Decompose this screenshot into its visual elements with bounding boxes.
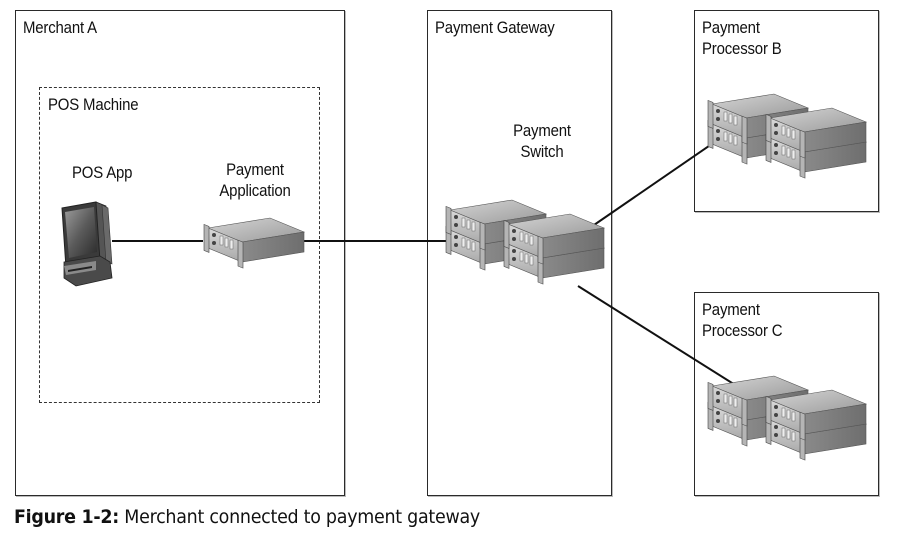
- payment-gateway-label: Payment Gateway: [435, 18, 555, 37]
- processor-b-label-line1: Payment: [702, 18, 760, 37]
- processor-c-label-line1: Payment: [702, 300, 760, 319]
- processor-b-label-line2: Processor B: [702, 39, 782, 58]
- figure-number: Figure 1-2:: [14, 506, 119, 528]
- payment-application-label-line2: Application: [219, 181, 291, 200]
- pos-app-label: POS App: [72, 163, 133, 182]
- pos-machine-container: [39, 87, 320, 403]
- payment-switch-label-line2: Switch: [520, 142, 564, 161]
- payment-switch-label-line1: Payment: [513, 121, 571, 140]
- pos-machine-label: POS Machine: [48, 95, 139, 114]
- processor-b-cluster-icon: [702, 90, 872, 200]
- processor-c-label: Payment Processor C: [702, 299, 783, 341]
- payment-switch-cluster-icon: [440, 196, 610, 306]
- figure-caption-text: Merchant connected to payment gateway: [124, 506, 480, 528]
- processor-b-label: Payment Processor B: [702, 17, 782, 59]
- processor-c-cluster-icon: [702, 372, 872, 482]
- merchant-label: Merchant A: [23, 18, 97, 37]
- payment-application-label: Payment Application: [211, 159, 299, 201]
- payment-switch-label: Payment Switch: [498, 120, 586, 162]
- payment-application-label-line1: Payment: [226, 160, 284, 179]
- payment-application-server-icon: [203, 217, 305, 269]
- processor-c-label-line2: Processor C: [702, 321, 783, 340]
- pos-terminal-icon: [61, 201, 113, 287]
- figure-caption: Figure 1-2: Merchant connected to paymen…: [14, 506, 480, 528]
